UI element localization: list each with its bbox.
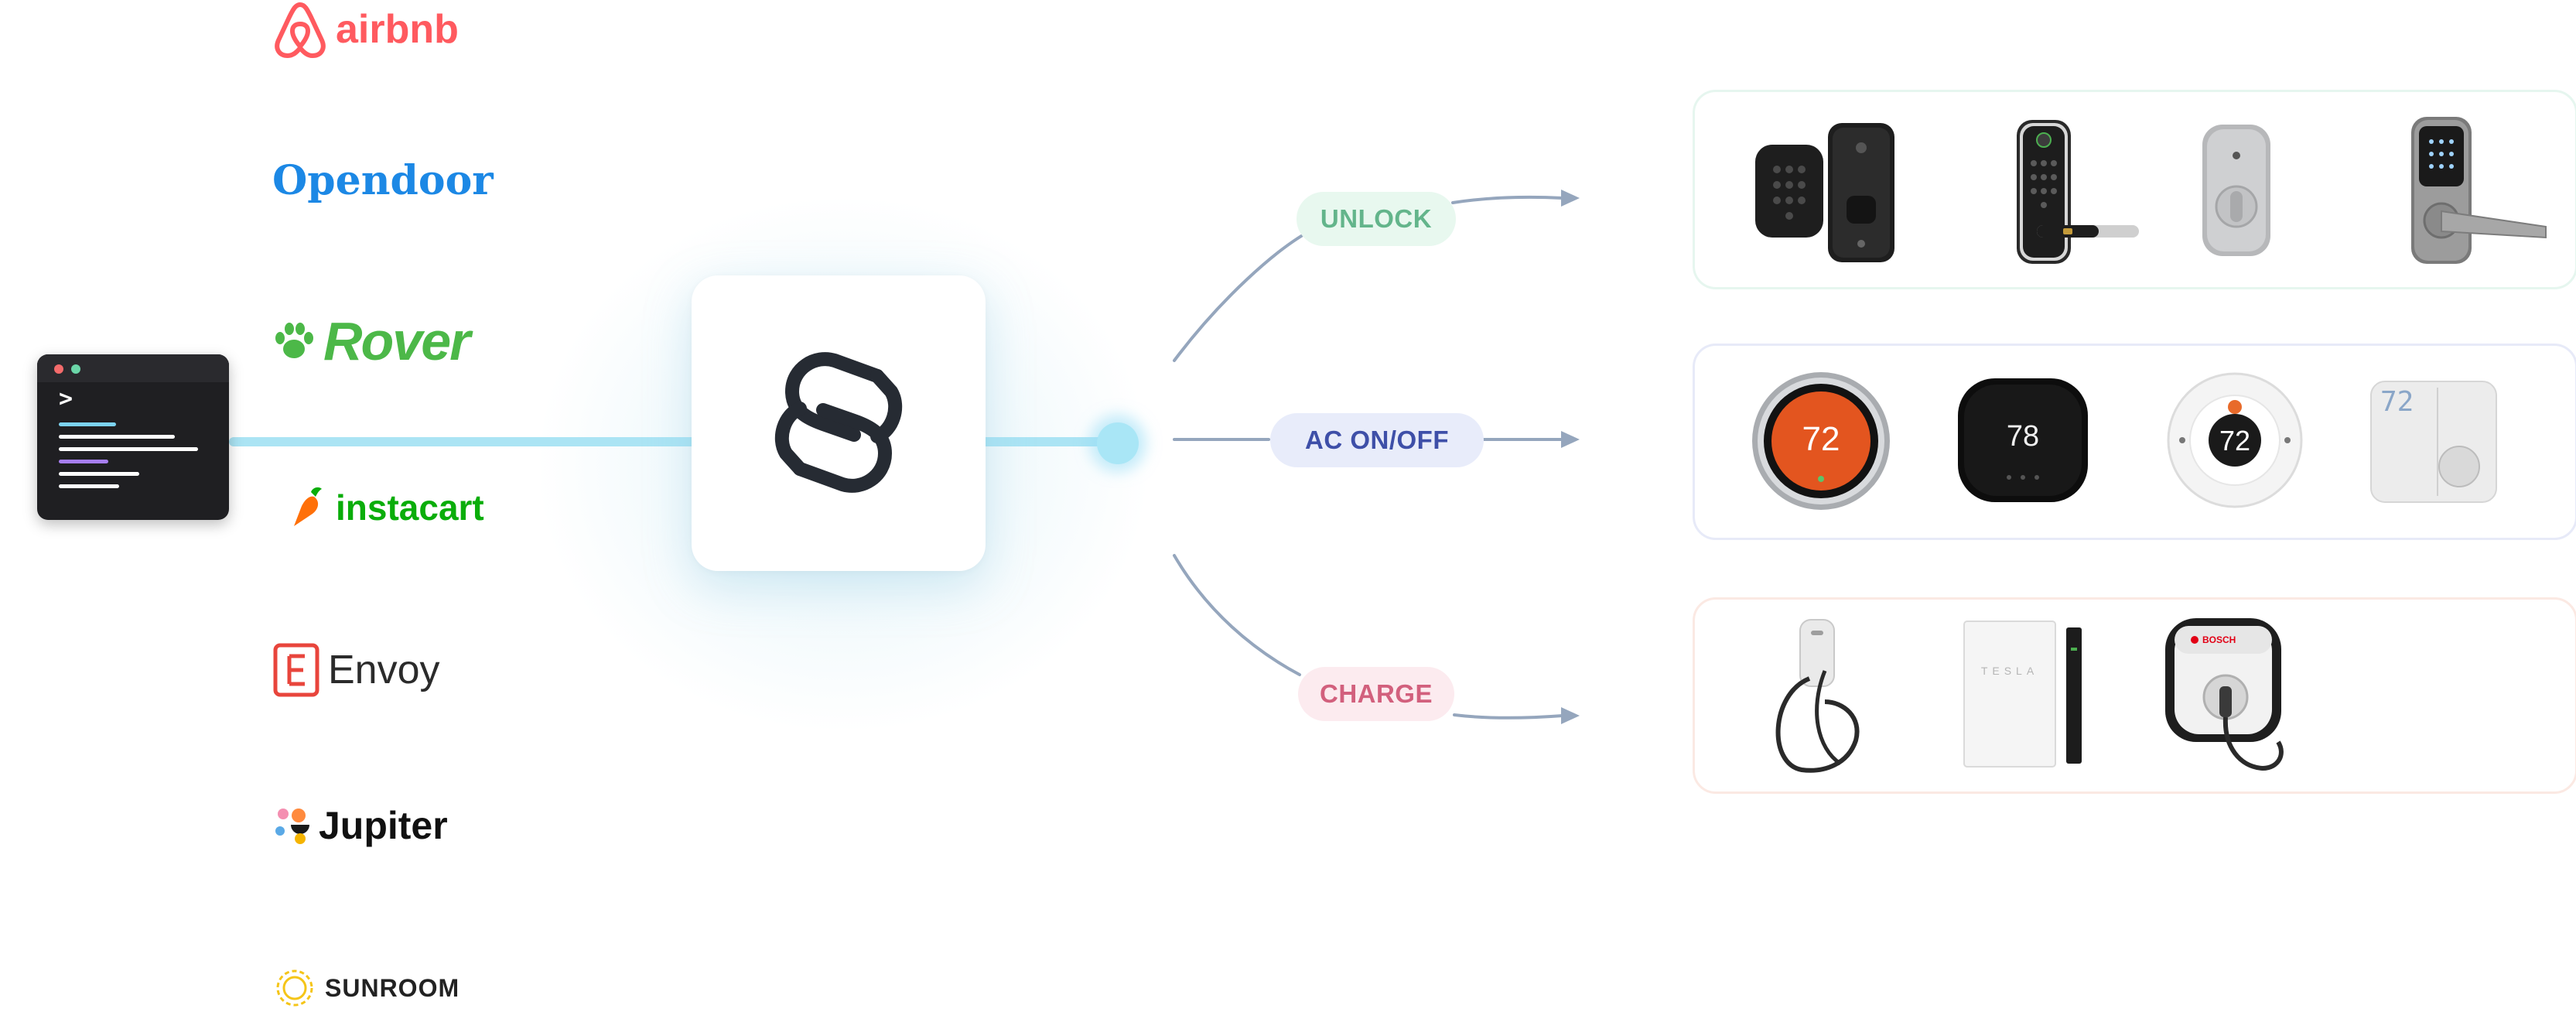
charge-pill: CHARGE [1298,667,1454,721]
logo-text: instacart [336,487,484,528]
unlock-tail [1451,195,1564,204]
logo-envoy: Envoy [272,642,440,698]
envoy-e-icon [273,643,319,697]
ecobee-temp: 78 [2006,420,2040,453]
powerwall-label: TESLA [1980,665,2039,677]
charge-curve [1173,554,1301,676]
code-line [59,447,198,451]
bosch-label: BOSCH [2202,634,2236,645]
charge-tail [1453,713,1564,720]
jupiter-flower-icon [275,809,309,844]
airbnb-belo-icon [275,2,326,58]
locks-panel [1693,90,2576,289]
carrot-icon [294,487,322,526]
lux-thermostat-icon: 72 [2369,380,2498,504]
sun-icon [276,969,313,1007]
logo-text: Envoy [328,648,440,692]
code-line [59,472,139,476]
lockly-lever-lock-icon [2411,117,2547,264]
terminal-window: > [37,354,229,520]
ecobee-thermostat-icon: 78 [1955,375,2091,505]
unlock-arrowhead [1561,190,1580,207]
ac-arrowhead [1561,431,1580,448]
honeywell-temp: 72 [2219,425,2251,456]
code-line [59,460,108,463]
logo-text: Rover [323,311,470,371]
paw-icon [275,323,313,358]
logo-text: Jupiter [319,804,448,847]
close-dot-icon [54,364,63,374]
honeywell-round-thermostat-icon: 72 [2165,371,2304,510]
code-line [59,422,116,426]
nest-temp: 72 [1802,420,1840,458]
logo-sunroom: SUNROOM [272,966,460,1010]
yale-keypad-lock-icon [1755,123,1894,262]
unlock-curve [1173,227,1317,362]
wall-ev-charger-icon [1775,619,1860,773]
logo-instacart: instacart [291,486,484,529]
nest-thermostat-icon: 72 [1751,371,1891,511]
unlock-pill: UNLOCK [1297,192,1456,246]
logo-rover: Rover [272,311,470,371]
maximize-dot-icon [71,364,80,374]
august-smart-lock-icon [2202,125,2270,256]
logo-jupiter: Jupiter [272,805,448,846]
seam-logo-icon [774,352,903,493]
code-line [59,484,119,488]
bosch-ev-charger-icon: BOSCH [2162,615,2294,776]
logo-airbnb: airbnb [272,0,459,59]
terminal-prompt: > [59,385,73,412]
biometric-lever-lock-icon [2017,120,2139,264]
tesla-powerwall-icon: TESLA [1958,617,2097,774]
logo-text: Opendoor [272,157,494,204]
code-line [59,435,175,439]
ac-pill: AC ON/OFF [1270,413,1484,467]
terminal-titlebar [37,354,229,382]
charge-arrowhead [1561,707,1580,724]
hub-output-node [1097,422,1139,464]
thermostats-panel: 72 78 72 [1693,344,2576,540]
logo-text: airbnb [336,7,459,52]
logo-opendoor: Opendoor [272,161,494,201]
seam-hub [692,275,986,571]
logo-text: SUNROOM [325,974,460,1002]
lux-temp: 72 [2380,386,2414,418]
chargers-panel: TESLA BOSCH [1693,597,2576,794]
